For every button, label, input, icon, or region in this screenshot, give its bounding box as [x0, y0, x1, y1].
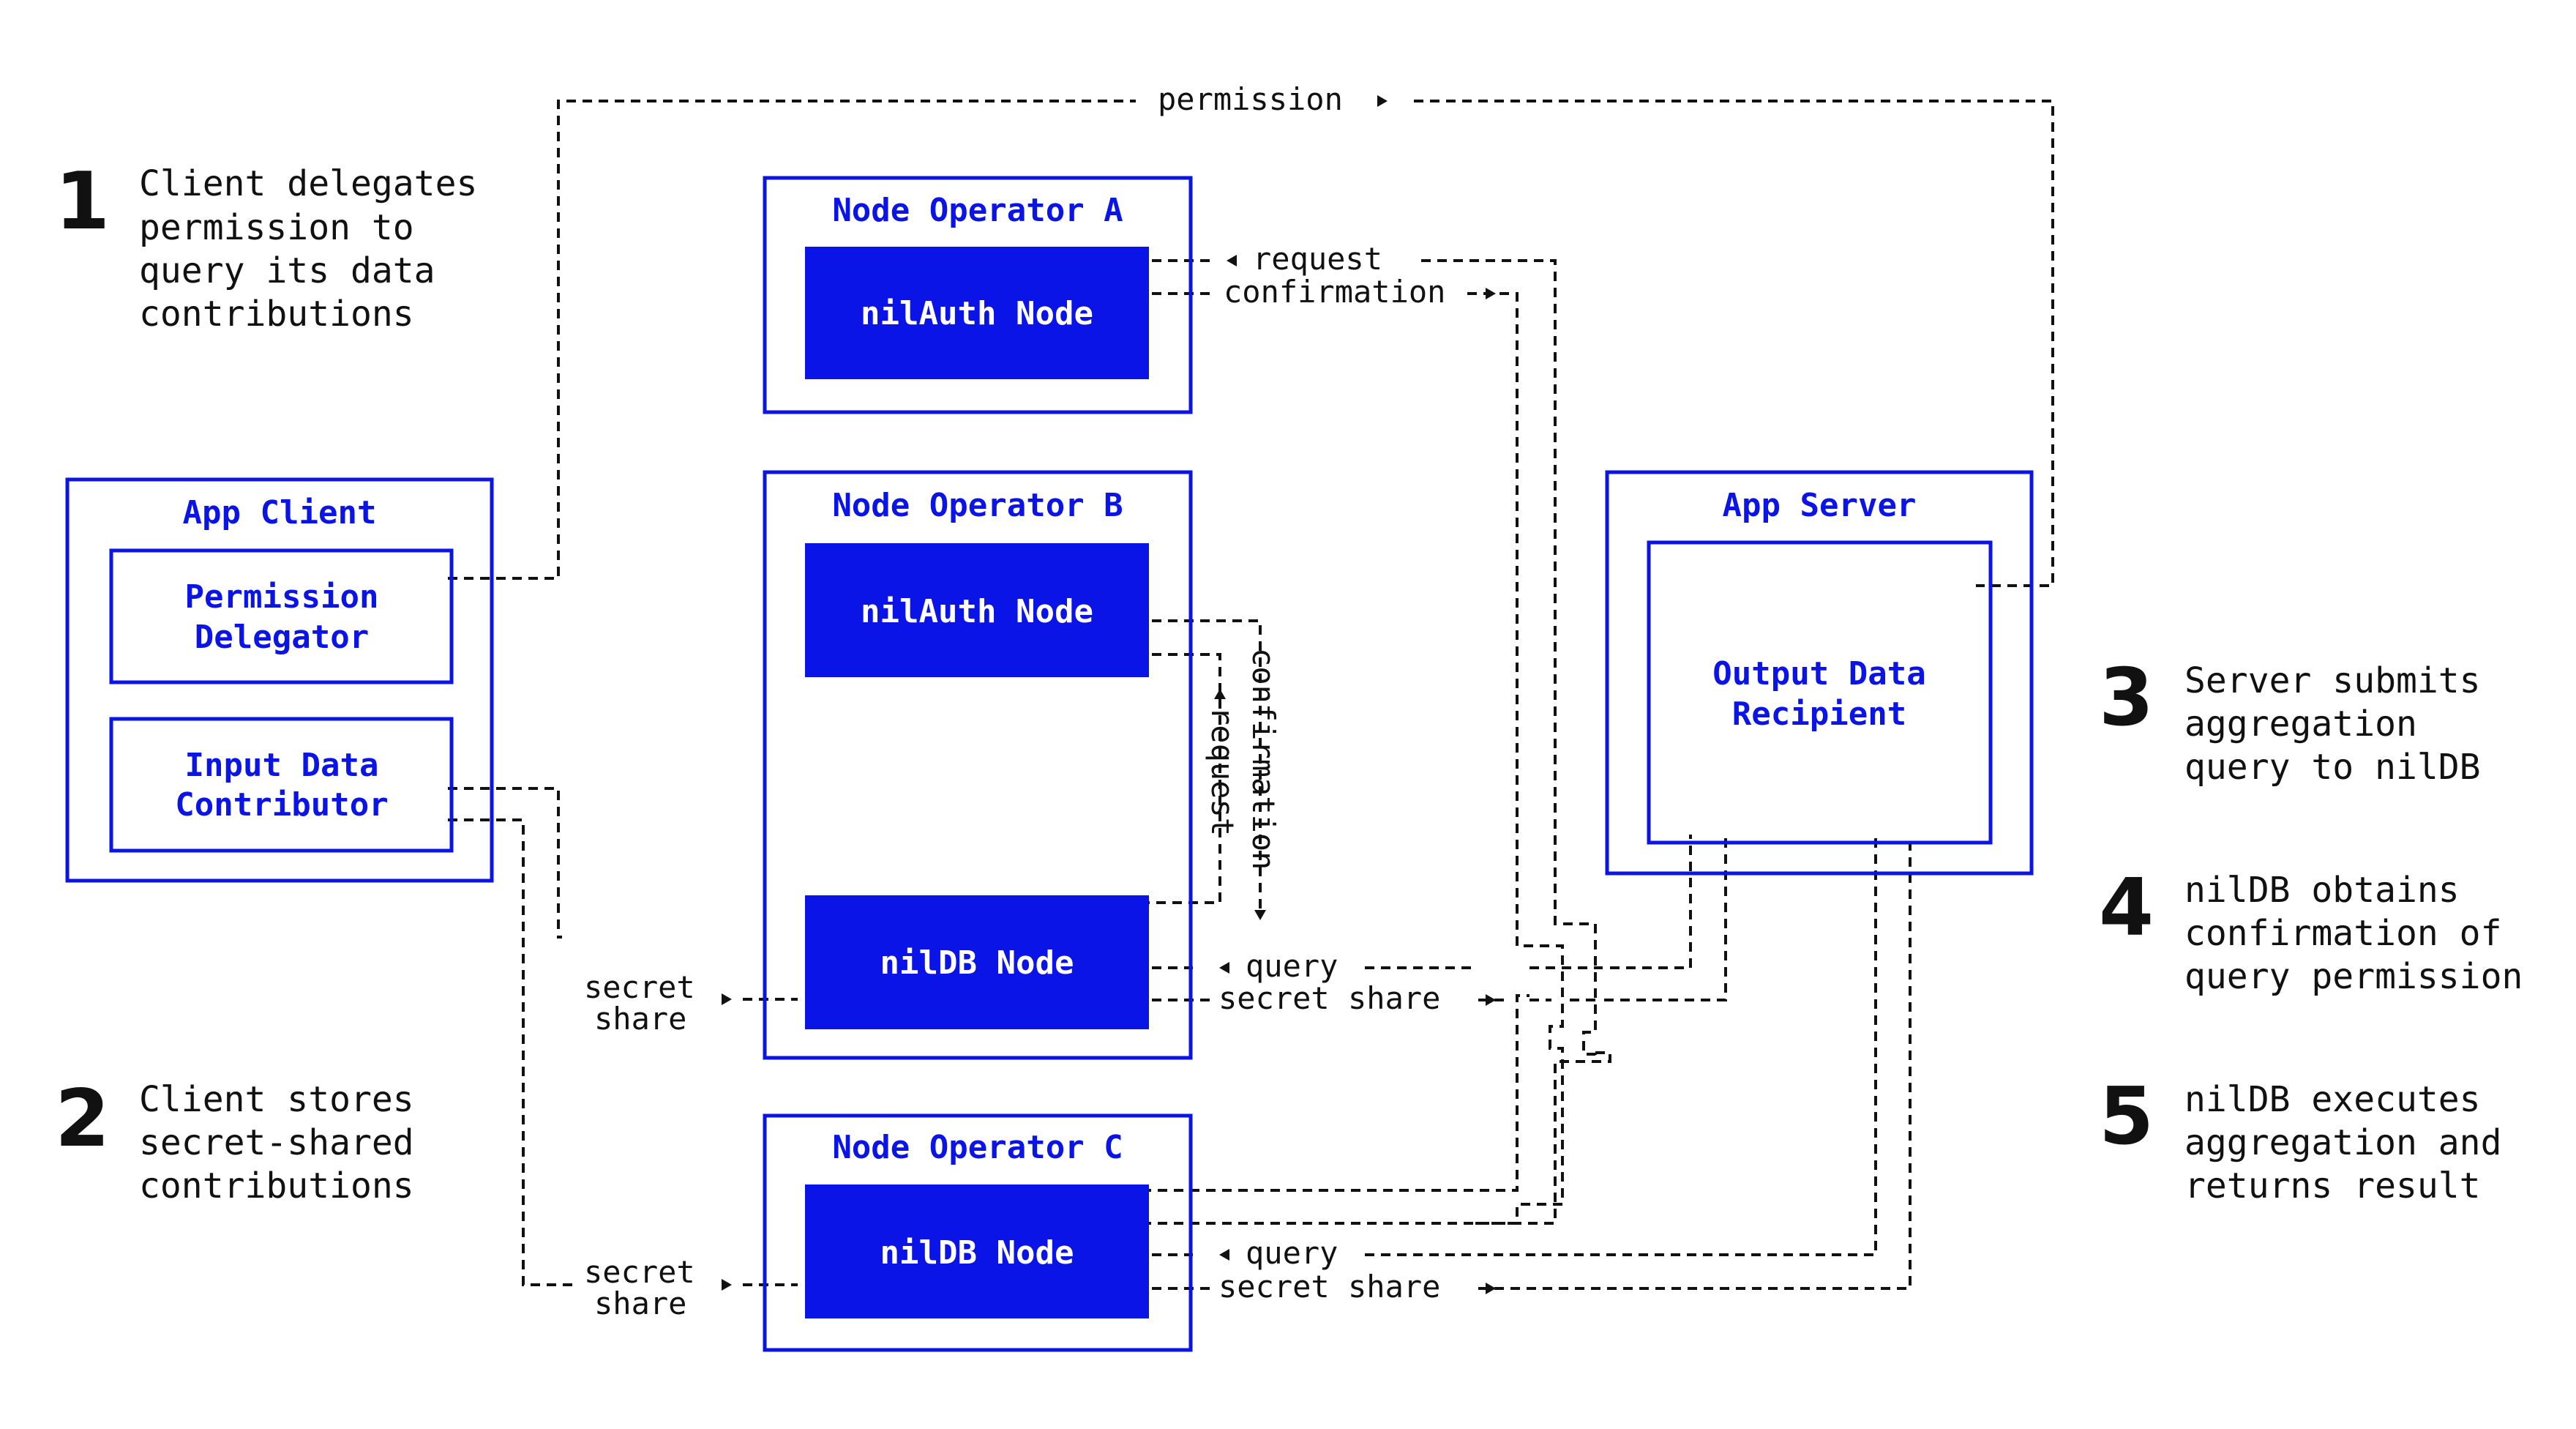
node-operator-b-box: [763, 470, 1193, 1060]
label-confirmation-b: confirmation: [1246, 648, 1281, 870]
step-5-line3: returns result: [2184, 1165, 2481, 1206]
step-1-line2: permission to: [139, 207, 414, 248]
step-5-line2: aggregation and: [2184, 1122, 2501, 1163]
input-data-contributor-line1: Input Data: [185, 747, 379, 784]
label-query-c: query: [1246, 1235, 1338, 1271]
arrow-permission: [1377, 95, 1388, 107]
app-server-box: [1605, 470, 2034, 876]
step-5-number: 5: [2099, 1071, 2154, 1163]
arrow-share-to-c: [722, 1279, 732, 1291]
arrow-query-b: [1219, 962, 1229, 974]
label-query-b: query: [1246, 948, 1338, 984]
input-data-contributor-line2: Contributor: [175, 786, 388, 824]
node-operator-a: Node Operator A nilAuth Node: [763, 176, 1193, 414]
arrow-request-a: [1227, 255, 1237, 266]
wire-share-to-c: [448, 818, 798, 1286]
wire-permission: [448, 100, 2054, 587]
output-data-recipient-line1: Output Data: [1712, 655, 1925, 693]
wire-confirmation-a: [1136, 292, 1564, 1225]
label-request-a: request: [1253, 241, 1382, 277]
permission-delegator-line1: Permission: [185, 578, 379, 616]
permission-delegator-box: [109, 548, 454, 684]
connectors: [448, 100, 2054, 1290]
label-share-c-line2: share: [594, 1286, 686, 1321]
step-1: 1 Client delegates permission to query i…: [55, 156, 477, 335]
arrowheads: [722, 95, 1496, 1294]
step-3-line3: query to nilDB: [2184, 747, 2481, 788]
wire-confirmation-b: [1136, 619, 1262, 911]
app-server-title: App Server: [1723, 487, 1917, 524]
app-server: App Server Output Data Recipient: [1605, 470, 2034, 876]
step-3-line1: Server submits: [2184, 660, 2481, 701]
wire-request-a: [1136, 259, 1597, 1062]
arrow-confirmation-b: [1254, 910, 1266, 920]
step-1-line1: Client delegates: [139, 163, 477, 204]
node-operator-c-box: [763, 1113, 1193, 1352]
output-data-recipient-box: [1647, 540, 1993, 845]
arrow-confirmation-a: [1486, 288, 1496, 299]
step-4-number: 4: [2099, 862, 2154, 954]
input-data-contributor-box: [109, 717, 454, 853]
step-4-line2: confirmation of: [2184, 913, 2501, 954]
wire-request-b: [1136, 653, 1221, 904]
wire-c-lower: [1142, 1051, 1611, 1225]
label-share-b-line2: share: [594, 1001, 686, 1037]
wire-share-to-b: [448, 787, 798, 1001]
arrow-query-c: [1219, 1249, 1229, 1261]
step-3-line2: aggregation: [2184, 704, 2417, 745]
app-client: App Client Permission Delegator Input Da…: [65, 477, 494, 883]
node-operator-c: Node Operator C nilDB Node: [763, 1113, 1193, 1352]
node-b-nildb-node: [805, 895, 1149, 1029]
step-5-line1: nilDB executes: [2184, 1079, 2481, 1120]
label-request-b: request: [1205, 706, 1240, 836]
node-b-nilauth-node: [805, 543, 1149, 677]
arrow-share-to-b: [722, 993, 732, 1005]
step-1-line3: query its data: [139, 250, 435, 291]
step-2-number: 2: [55, 1073, 110, 1165]
node-operator-b: Node Operator B nilAuth Node nilDB Node: [763, 470, 1193, 1060]
step-2-line2: secret-shared: [139, 1122, 414, 1163]
step-5: 5 nilDB executes aggregation and returns…: [2099, 1071, 2501, 1206]
wire-query-b: [1136, 835, 1692, 969]
node-a-nilauth-label: nilAuth Node: [861, 295, 1093, 332]
arrow-request-b: [1214, 689, 1226, 699]
step-1-line4: contributions: [139, 294, 414, 335]
node-operator-a-box: [763, 176, 1193, 414]
wire-c-upper: [1142, 994, 1530, 1192]
output-data-recipient-line2: Recipient: [1732, 695, 1906, 733]
node-a-nilauth-node: [805, 247, 1149, 379]
label-confirmation-a: confirmation: [1224, 274, 1445, 310]
permission-delegator-line2: Delegator: [195, 619, 369, 656]
step-1-number: 1: [55, 156, 110, 247]
arrow-share-out-c: [1486, 1283, 1496, 1294]
step-2-line1: Client stores: [139, 1079, 414, 1120]
step-3: 3 Server submits aggregation query to ni…: [2099, 652, 2481, 788]
wire-share-out-c: [1136, 835, 1912, 1290]
app-client-box: [65, 477, 494, 883]
step-4-line1: nilDB obtains: [2184, 870, 2460, 911]
step-4: 4 nilDB obtains confirmation of query pe…: [2099, 862, 2523, 997]
node-b-nildb-label: nilDB Node: [880, 944, 1074, 982]
label-share-out-c: secret share: [1218, 1269, 1440, 1305]
node-c-nildb-label: nilDB Node: [880, 1234, 1074, 1272]
label-share-out-b: secret share: [1218, 980, 1440, 1016]
app-client-title: App Client: [183, 494, 377, 531]
node-operator-b-title: Node Operator B: [832, 487, 1123, 524]
label-share-c-line1: secret: [584, 1254, 695, 1290]
step-3-number: 3: [2099, 652, 2154, 744]
label-permission: permission: [1158, 81, 1343, 117]
node-operator-a-title: Node Operator A: [832, 192, 1123, 229]
node-b-nilauth-label: nilAuth Node: [861, 593, 1093, 630]
node-c-nildb-node: [805, 1184, 1149, 1318]
step-2: 2 Client stores secret-shared contributi…: [55, 1073, 414, 1206]
step-4-line3: query permission: [2184, 956, 2523, 997]
wire-share-out-b: [1136, 835, 1727, 1001]
label-share-b-line1: secret: [584, 969, 695, 1005]
arrow-share-out-b: [1486, 994, 1496, 1006]
step-2-line3: contributions: [139, 1165, 414, 1206]
flow-labels: permission request confirmation confirma…: [584, 81, 1445, 1321]
node-operator-c-title: Node Operator C: [832, 1129, 1123, 1166]
